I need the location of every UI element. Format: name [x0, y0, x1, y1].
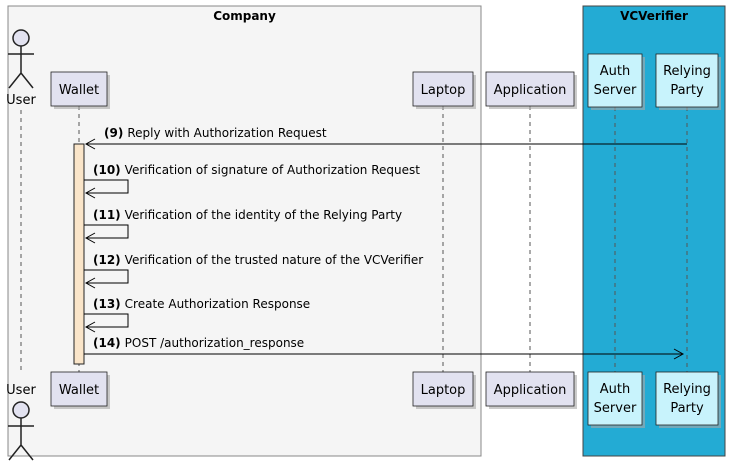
- participant-label: Relying: [663, 64, 711, 79]
- participant-label: Laptop: [421, 383, 466, 398]
- participant-application-bottom: Application: [485, 371, 577, 409]
- participant-frame: [50, 71, 108, 107]
- participant-frame: [50, 371, 108, 407]
- participant-frame: [485, 71, 575, 107]
- activation-bar-wallet: [73, 143, 85, 365]
- message-number: (13): [93, 297, 121, 311]
- message-number: (14): [93, 336, 121, 350]
- participant-label: Application: [494, 383, 567, 398]
- actor-body: [8, 46, 34, 89]
- participant-label: Application: [494, 83, 567, 98]
- participant-label: Auth: [600, 382, 630, 397]
- message-number: (11): [93, 208, 121, 222]
- self-arrow-line: [84, 313, 129, 328]
- participant-frame: [412, 71, 474, 107]
- participant-laptop-top: Laptop: [412, 71, 476, 109]
- participant-wallet-top: Wallet: [50, 71, 110, 109]
- message-number: (10): [93, 163, 121, 177]
- actor-user-bottom: User: [6, 383, 36, 461]
- arrowhead: [84, 277, 96, 289]
- actor-label: User: [6, 93, 36, 108]
- message-label: (14) POST /authorization_response: [93, 336, 304, 350]
- participant-application-top: Application: [485, 71, 577, 109]
- participant-label: Server: [594, 83, 637, 98]
- box-title: VCVerifier: [620, 9, 688, 23]
- participant-laptop-bottom: Laptop: [412, 371, 476, 409]
- actor-head: [12, 29, 30, 47]
- arrowhead: [84, 321, 96, 333]
- box-title: Company: [213, 9, 276, 23]
- self-arrow-line: [84, 224, 129, 239]
- message-3: (11) Verification of the identity of the …: [84, 208, 402, 244]
- message-text: Verification of the identity of the Rely…: [125, 208, 402, 222]
- participant-label: Laptop: [421, 83, 466, 98]
- participant-frame: [587, 371, 643, 426]
- message-label: (12) Verification of the trusted nature o…: [93, 253, 423, 267]
- participant-frame: [655, 371, 719, 426]
- participant-frame: [587, 53, 643, 108]
- self-arrow-line: [84, 269, 129, 284]
- participant-label: Relying: [663, 382, 711, 397]
- participant-label: Wallet: [59, 83, 99, 98]
- message-2: (10) Verification of signature of Authori…: [84, 163, 420, 199]
- self-arrow-line: [84, 179, 129, 194]
- actor-head: [12, 401, 30, 419]
- participant-frame: [485, 371, 575, 407]
- message-5: (13) Create Authorization Response: [84, 297, 310, 333]
- message-text: POST /authorization_response: [125, 336, 305, 350]
- arrowhead: [84, 232, 96, 244]
- message-text: Verification of signature of Authorizati…: [125, 163, 421, 177]
- actor-label: User: [6, 383, 36, 398]
- participant-frame: [412, 371, 474, 407]
- participant-label: Party: [670, 401, 704, 416]
- message-4: (12) Verification of the trusted nature o…: [84, 253, 423, 289]
- participant-label: Auth: [600, 64, 630, 79]
- message-text: Verification of the trusted nature of th…: [125, 253, 424, 267]
- actor-body: [8, 418, 34, 461]
- message-6: (14) POST /authorization_response: [84, 336, 685, 360]
- participant-label: Party: [670, 83, 704, 98]
- message-text: Reply with Authorization Request: [127, 126, 327, 140]
- arrowhead: [84, 138, 96, 150]
- message-label: (13) Create Authorization Response: [93, 297, 310, 311]
- participant-label: Wallet: [59, 383, 99, 398]
- message-label: (11) Verification of the identity of the …: [93, 208, 402, 222]
- message-number: (9): [104, 126, 123, 140]
- arrowhead: [84, 187, 96, 199]
- message-label: (9) Reply with Authorization Request: [104, 126, 327, 140]
- message-1: (9) Reply with Authorization Request: [84, 126, 687, 150]
- message-number: (12): [93, 253, 121, 267]
- participant-label: Server: [594, 401, 637, 416]
- actor-user-top: User: [6, 29, 36, 108]
- message-label: (10) Verification of signature of Authori…: [93, 163, 420, 177]
- arrowhead: [673, 348, 685, 360]
- message-text: Create Authorization Response: [125, 297, 311, 311]
- participant-wallet-bottom: Wallet: [50, 371, 110, 409]
- participant-frame: [655, 53, 719, 108]
